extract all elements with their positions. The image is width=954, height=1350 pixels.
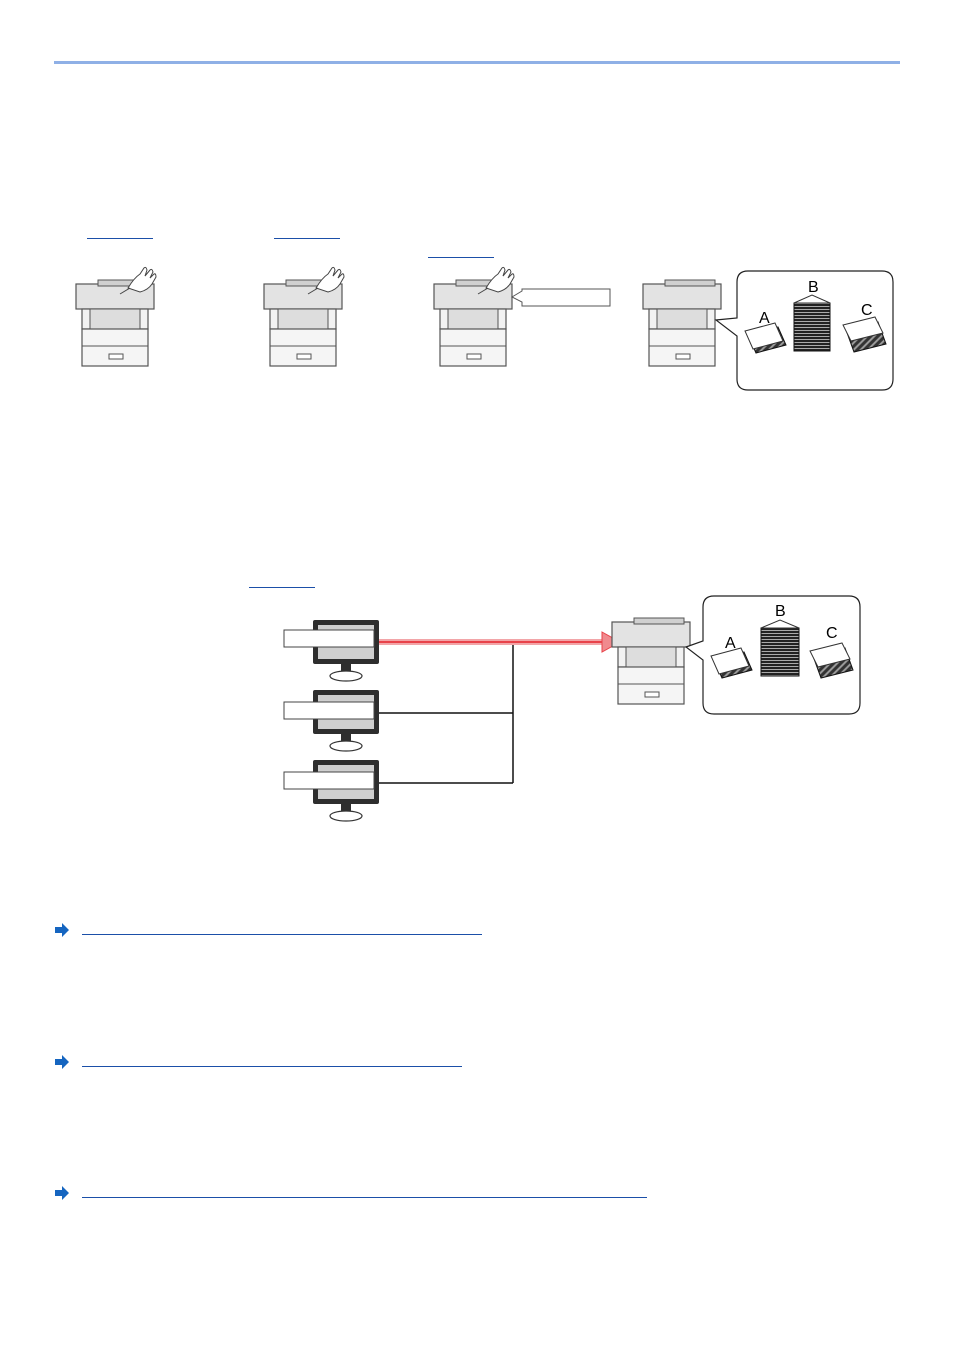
blank-link-1[interactable] — [87, 237, 153, 239]
blank-link-3[interactable] — [428, 256, 494, 258]
stack-b — [793, 294, 831, 352]
network-print-figure: A B C — [283, 595, 861, 822]
stack-label-b: B — [808, 279, 819, 296]
stack-label-c: C — [861, 302, 873, 319]
stack-a — [744, 322, 787, 354]
stack-c — [842, 316, 887, 353]
scan-sequence-figure: A B C — [75, 266, 894, 391]
blank-link-4[interactable] — [249, 586, 315, 588]
arrow-right-icon — [55, 923, 69, 937]
arrow-right-icon — [55, 1055, 69, 1069]
computer-1-label — [283, 629, 375, 648]
net-stack-label-a: A — [725, 635, 736, 652]
reference-link-2-underline[interactable] — [82, 1066, 462, 1067]
reference-link-3[interactable] — [54, 1185, 654, 1201]
computer-1 — [312, 619, 380, 682]
reference-link-1[interactable] — [54, 922, 494, 938]
stack-label-a: A — [759, 310, 770, 327]
computer-2-label — [283, 701, 375, 720]
network-output-callout: A B C — [684, 595, 861, 715]
network-printer — [611, 617, 691, 705]
reference-link-3-underline[interactable] — [82, 1197, 647, 1198]
net-stack-label-c: C — [826, 625, 838, 642]
reference-link-2[interactable] — [54, 1054, 474, 1070]
reference-link-1-underline[interactable] — [82, 934, 482, 935]
panel-callout — [510, 288, 611, 307]
computer-3 — [312, 759, 380, 822]
output-callout: A B C — [714, 270, 894, 391]
net-stack-c — [809, 642, 854, 679]
header-rule — [54, 61, 900, 64]
blank-link-2[interactable] — [274, 237, 340, 239]
computer-3-label — [283, 771, 375, 790]
arrow-right-icon — [55, 1186, 69, 1200]
net-stack-b — [760, 619, 800, 677]
print-job-arrow — [379, 631, 622, 653]
net-stack-a — [710, 647, 753, 679]
computer-2 — [312, 689, 380, 752]
net-stack-label-b: B — [775, 603, 786, 620]
